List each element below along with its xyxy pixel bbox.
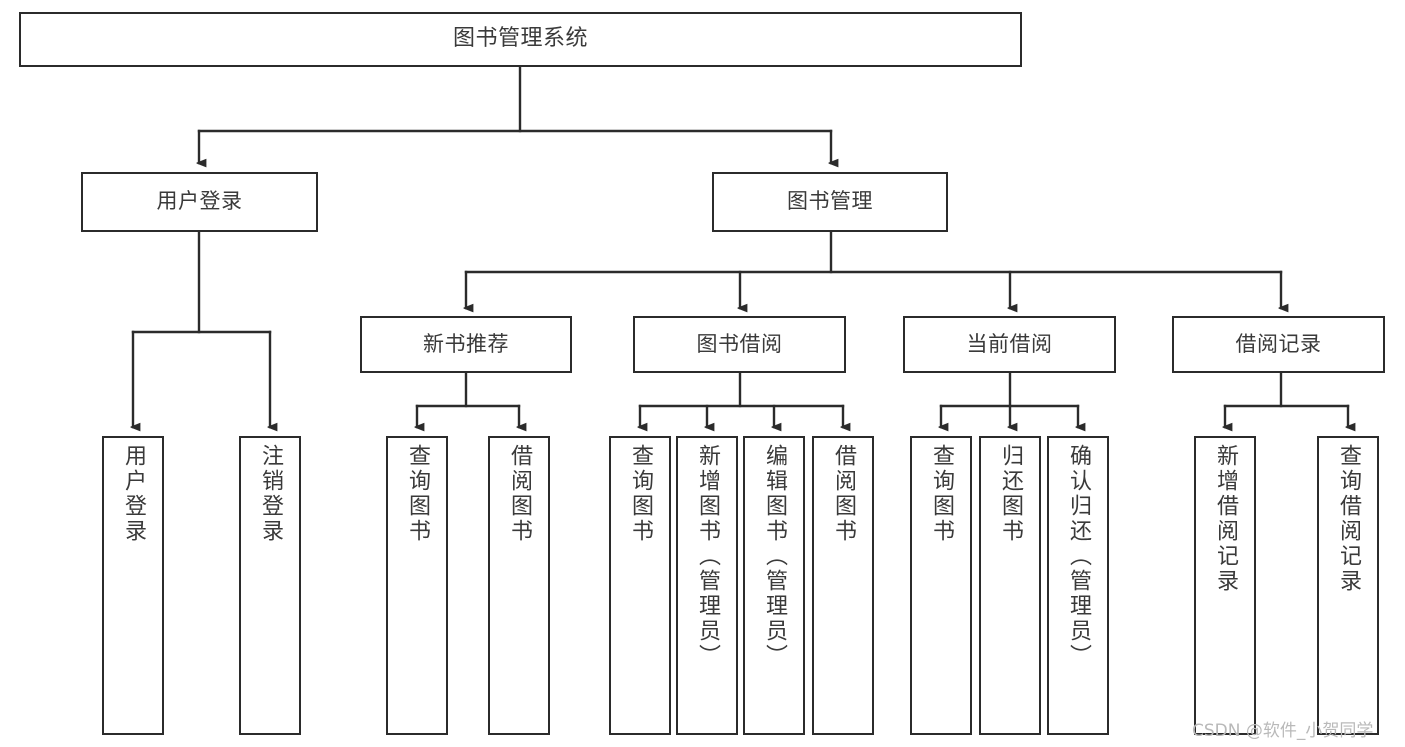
node-leaf-borrow-book-recommend[interactable]: 借阅图书 <box>488 436 550 735</box>
node-leaf-query-book-recommend[interactable]: 查询图书 <box>386 436 448 735</box>
node-leaf-query-book-current[interactable]: 查询图书 <box>910 436 972 735</box>
node-leaf-confirm-return-admin[interactable]: 确认归还（管理员） <box>1047 436 1109 735</box>
node-label: 图书管理 <box>787 189 873 214</box>
node-label: 图书借阅 <box>696 331 783 356</box>
node-label: 查询图书 <box>929 444 954 544</box>
node-book-borrow[interactable]: 图书借阅 <box>633 316 846 373</box>
node-leaf-return-book[interactable]: 归还图书 <box>979 436 1041 735</box>
node-label: 借阅记录 <box>1235 331 1322 356</box>
node-label: 查询图书 <box>628 444 653 544</box>
node-leaf-logout[interactable]: 注销登录 <box>239 436 301 735</box>
node-label: 归还图书 <box>998 444 1023 544</box>
node-user-login[interactable]: 用户登录 <box>81 172 318 232</box>
node-label: 借阅图书 <box>831 444 856 544</box>
node-current-borrow[interactable]: 当前借阅 <box>903 316 1116 373</box>
node-leaf-query-borrow-record[interactable]: 查询借阅记录 <box>1317 436 1379 735</box>
node-new-book-recommend[interactable]: 新书推荐 <box>360 316 572 373</box>
node-leaf-user-login[interactable]: 用户登录 <box>102 436 164 735</box>
node-label: 当前借阅 <box>966 331 1053 356</box>
watermark-csdn: CSDN @软件_小贺同学 <box>1192 721 1374 741</box>
node-label: 查询图书 <box>405 444 430 544</box>
node-borrow-record[interactable]: 借阅记录 <box>1172 316 1385 373</box>
node-label: 查询借阅记录 <box>1336 444 1361 594</box>
node-leaf-edit-book-admin[interactable]: 编辑图书（管理员） <box>743 436 805 735</box>
node-label: 新增借阅记录 <box>1213 444 1238 594</box>
node-label: 注销登录 <box>258 444 283 544</box>
node-label: 用户登录 <box>156 189 243 214</box>
node-label: 用户登录 <box>121 444 146 544</box>
node-label: 借阅图书 <box>507 444 532 544</box>
node-label: 确认归还（管理员） <box>1066 444 1091 669</box>
node-leaf-add-book-admin[interactable]: 新增图书（管理员） <box>676 436 738 735</box>
node-book-management[interactable]: 图书管理 <box>712 172 948 232</box>
node-label: 新书推荐 <box>423 331 509 356</box>
node-label: 图书管理系统 <box>452 26 588 52</box>
node-leaf-add-borrow-record[interactable]: 新增借阅记录 <box>1194 436 1256 735</box>
node-label: 新增图书（管理员） <box>695 444 720 669</box>
node-label: 编辑图书（管理员） <box>762 444 787 669</box>
node-leaf-borrow-book[interactable]: 借阅图书 <box>812 436 874 735</box>
node-root-book-management-system[interactable]: 图书管理系统 <box>19 12 1022 67</box>
node-leaf-query-book-borrow[interactable]: 查询图书 <box>609 436 671 735</box>
